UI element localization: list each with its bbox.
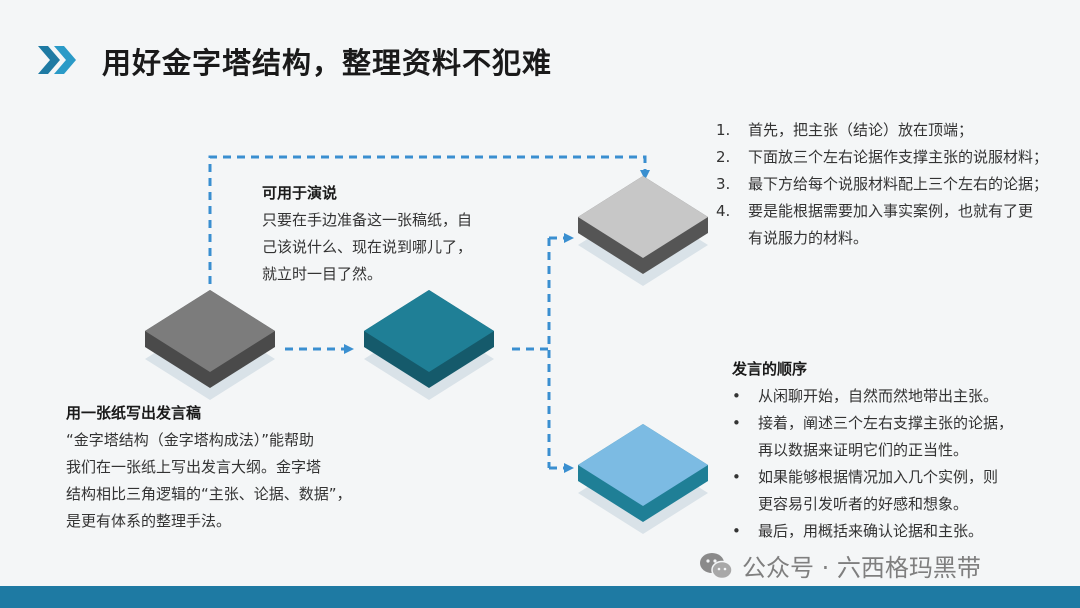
write-note: 用一张纸写出发言稿 “金字塔结构（金字塔构成法）”能帮助 我们在一张纸上写出发言…: [66, 400, 366, 535]
speech-line: 只要在手边准备这一张稿纸，自: [262, 211, 473, 229]
list-item: 如果能够根据情况加入几个实例，则 更容易引发听者的好感和想象。: [732, 464, 1052, 518]
order-line: 从闲聊开始，自然而然地带出主张。: [758, 387, 999, 405]
list-item: 1. 首先，把主张（结论）放在顶端；: [716, 117, 1066, 144]
step-number: 2.: [716, 148, 731, 166]
page-title: 用好金字塔结构，整理资料不犯难: [102, 46, 553, 80]
list-item: 接着，阐述三个左右支撑主张的论据， 再以数据来证明它们的正当性。: [732, 410, 1052, 464]
tile-teal-middle: [364, 290, 494, 400]
list-item: 2. 下面放三个左右论据作支撑主张的说服材料；: [716, 144, 1066, 171]
step-number: 4.: [716, 202, 731, 220]
write-line: 结构相比三角逻辑的“主张、论据、数据”，: [66, 485, 352, 503]
order-line: 最后，用概括来确认论据和主张。: [758, 522, 984, 540]
watermark: 公众号 · 六西格玛黑带: [698, 548, 981, 583]
order-list: 从闲聊开始，自然而然地带出主张。 接着，阐述三个左右支撑主张的论据， 再以数据来…: [732, 383, 1052, 545]
list-item: 4. 要是能根据需要加入事实案例，也就有了更 有说服力的材料。: [716, 198, 1066, 252]
list-item: 最后，用概括来确认论据和主张。: [732, 518, 1052, 545]
tile-blue-bottom-right: [578, 424, 708, 534]
order-heading: 发言的顺序: [732, 360, 808, 378]
order-line: 如果能够根据情况加入几个实例，则: [758, 468, 999, 486]
write-heading: 用一张纸写出发言稿: [66, 404, 202, 422]
connector-loop-top: [208, 155, 650, 284]
write-line: “金字塔结构（金字塔构成法）”能帮助: [66, 431, 315, 449]
tile-gray-left: [145, 290, 275, 400]
step-number: 3.: [716, 175, 731, 193]
step-line: 要是能根据需要加入事实案例，也就有了更: [748, 202, 1034, 220]
steps-list: 1. 首先，把主张（结论）放在顶端； 2. 下面放三个左右论据作支撑主张的说服材…: [716, 117, 1066, 252]
list-item: 3. 最下方给每个说服材料配上三个左右的论据；: [716, 171, 1066, 198]
footer-bar: [0, 586, 1080, 608]
order-line: 再以数据来证明它们的正当性。: [758, 441, 969, 459]
chevron-double-right-icon: [38, 46, 76, 74]
step-line: 首先，把主张（结论）放在顶端；: [748, 121, 974, 139]
speech-line: 己该说什么、现在说到哪儿了，: [262, 238, 473, 256]
watermark-text: 公众号 · 六西格玛黑带: [742, 554, 981, 582]
wechat-icon: [700, 552, 733, 579]
order-line: 更容易引发听者的好感和想象。: [758, 495, 969, 513]
speech-line: 就立时一目了然。: [262, 265, 383, 283]
speech-note: 可用于演说 只要在手边准备这一张稿纸，自 己该说什么、现在说到哪儿了， 就立时一…: [262, 180, 512, 288]
tile-gray-top-right: [578, 176, 708, 286]
write-line: 是更有体系的整理手法。: [66, 512, 232, 530]
step-line: 有说服力的材料。: [748, 229, 869, 247]
write-line: 我们在一张纸上写出发言大纲。金字塔: [66, 458, 322, 476]
speech-heading: 可用于演说: [262, 184, 338, 202]
step-number: 1.: [716, 121, 731, 139]
step-line: 最下方给每个说服材料配上三个左右的论据；: [748, 175, 1049, 193]
list-item: 从闲聊开始，自然而然地带出主张。: [732, 383, 1052, 410]
order-note: 发言的顺序 从闲聊开始，自然而然地带出主张。 接着，阐述三个左右支撑主张的论据，…: [732, 356, 1052, 545]
order-line: 接着，阐述三个左右支撑主张的论据，: [758, 414, 1014, 432]
step-line: 下面放三个左右论据作支撑主张的说服材料；: [748, 148, 1049, 166]
